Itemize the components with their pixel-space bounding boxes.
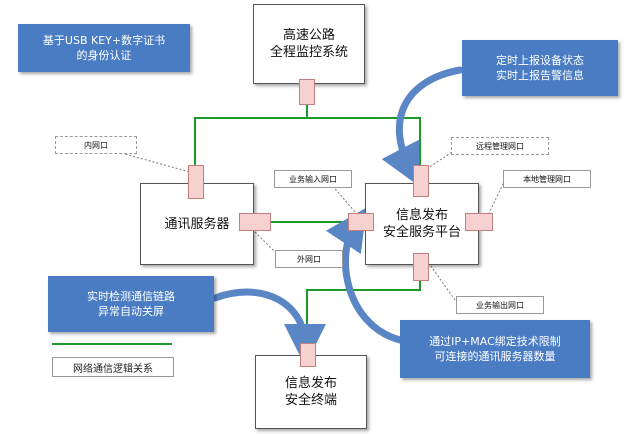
arrow-ip-mac	[325, 207, 404, 344]
monitor-system-title: 高速公路 全程监控系统	[269, 28, 348, 60]
external-port-label: 外网口	[275, 250, 343, 268]
arrow-link-check	[211, 288, 326, 366]
business-output-label: 业务输出网口	[456, 296, 544, 314]
callout-arrows	[211, 66, 464, 366]
business-input-label: 业务输入网口	[274, 170, 352, 188]
leader-business-output	[427, 261, 456, 301]
legend-label: 网络通信逻辑关系	[52, 357, 174, 377]
internal-port-label: 内网口	[55, 136, 137, 154]
remote-mgmt-label: 远程管理网口	[451, 137, 549, 155]
link-check-callout: 实时检测通信链路 异常自动关屏	[48, 276, 214, 332]
platform-output-port	[413, 253, 429, 281]
leader-external	[254, 231, 276, 253]
server-external-port	[239, 213, 271, 231]
terminal-port	[300, 343, 316, 367]
comm-server-title: 通讯服务器	[164, 216, 230, 232]
report-callout: 定时上报设备状态 实时上报告警信息	[462, 40, 618, 96]
terminal-node: 信息发布 安全终端	[255, 355, 367, 429]
terminal-title: 信息发布 安全终端	[284, 376, 337, 408]
server-internal-port	[188, 165, 204, 199]
leader-local-mgmt	[487, 179, 506, 216]
local-mgmt-label: 本地管理网口	[503, 170, 591, 188]
link-monitor-top	[194, 117, 421, 170]
ip-mac-callout: 通过IP+MAC绑定技术限制 可连接的通讯服务器数量	[400, 320, 590, 378]
platform-input-port	[348, 213, 374, 231]
arrow-report	[381, 66, 464, 187]
monitor-port	[299, 79, 315, 105]
platform-local-port	[465, 213, 493, 231]
leader-remote-mgmt	[427, 149, 456, 169]
platform-remote-port	[413, 165, 429, 197]
monitor-system-node: 高速公路 全程监控系统	[253, 4, 365, 84]
platform-title: 信息发布 安全服务平台	[382, 208, 461, 240]
usb-key-callout: 基于USB KEY+数字证书 的身份认证	[18, 24, 190, 72]
